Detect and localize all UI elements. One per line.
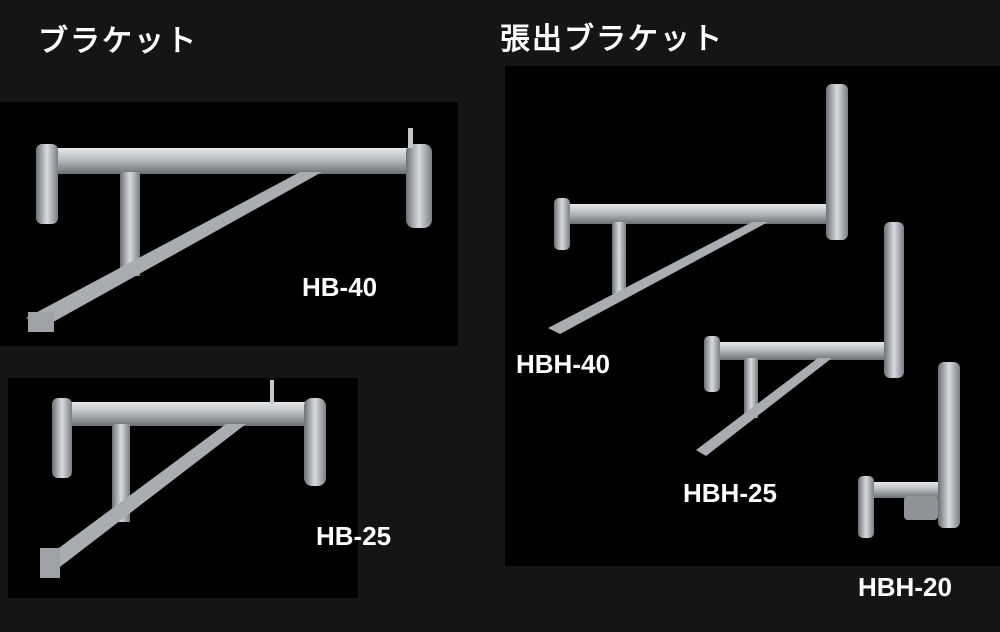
heading-bracket: ブラケット (38, 24, 198, 59)
model-label-hbh25: HBH-25 (683, 478, 777, 508)
hbh25-bracket-photo (696, 222, 904, 456)
model-label-hbh20: HBH-20 (858, 572, 952, 602)
heading-overhang-bracket: 張出ブラケット (500, 22, 724, 57)
hb25-bracket-photo (40, 380, 326, 578)
hb40-bracket-photo (26, 128, 432, 332)
model-label-hbh40: HBH-40 (516, 349, 610, 379)
model-label-hb40: HB-40 (302, 272, 378, 302)
hbh20-bracket-photo (858, 362, 960, 538)
model-label-hb25: HB-25 (316, 521, 392, 551)
hbh40-bracket-photo (548, 84, 848, 334)
